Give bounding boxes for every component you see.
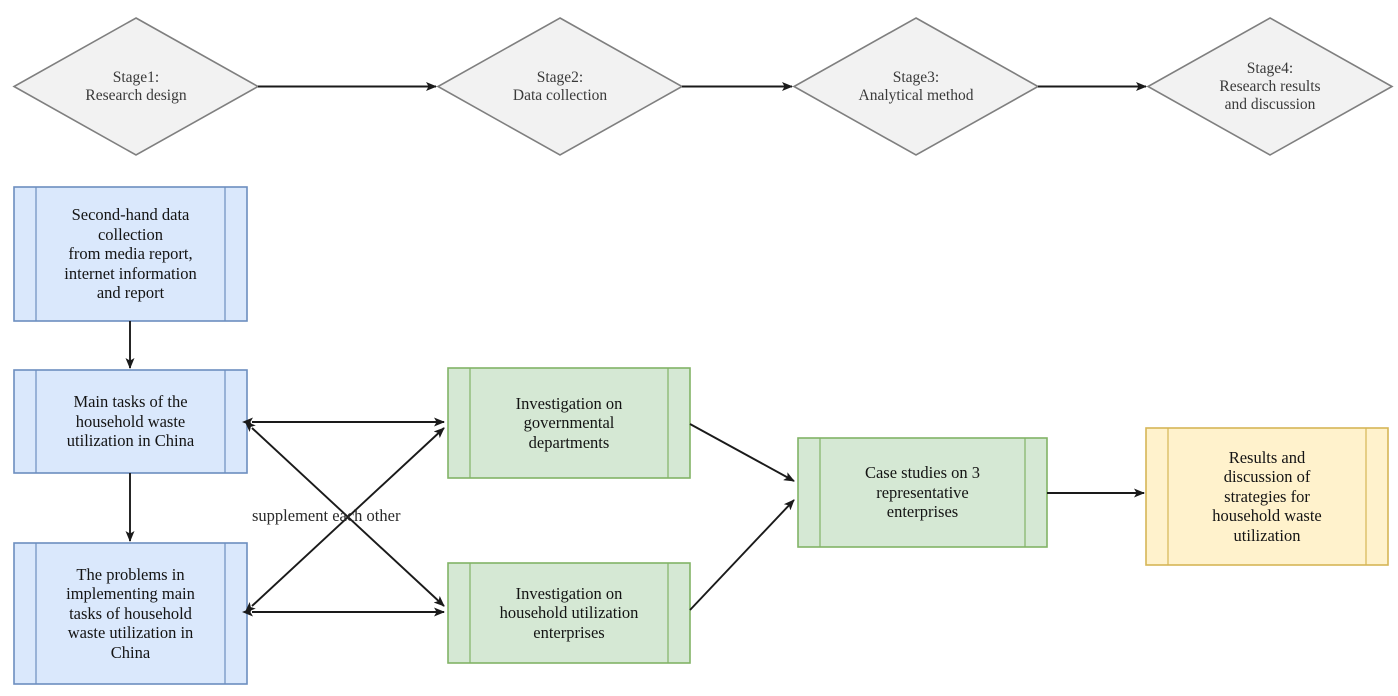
green-boxes-group	[447, 367, 1048, 664]
box-case-studies[interactable]	[797, 437, 1048, 548]
stage3-diamond[interactable]	[792, 17, 1040, 156]
arrow-investgov-to-casestudies	[689, 423, 795, 482]
box-results[interactable]	[1145, 427, 1389, 566]
box-main-tasks[interactable]	[13, 369, 248, 474]
stage-diamonds-group	[12, 17, 1394, 156]
stage1-diamond[interactable]	[12, 17, 260, 156]
blue-boxes-group	[13, 186, 248, 685]
stage2-diamond[interactable]	[436, 17, 684, 156]
box-investigation-governmental[interactable]	[447, 367, 691, 479]
box-problems[interactable]	[13, 542, 248, 685]
arrow-problems-investgov-diagonal	[244, 427, 445, 613]
stage4-diamond[interactable]	[1146, 17, 1394, 156]
arrow-investhousehold-to-casestudies	[689, 499, 795, 611]
box-investigation-household[interactable]	[447, 562, 691, 664]
flow-arrows-group	[125, 321, 1145, 617]
box-second-hand-data[interactable]	[13, 186, 248, 322]
